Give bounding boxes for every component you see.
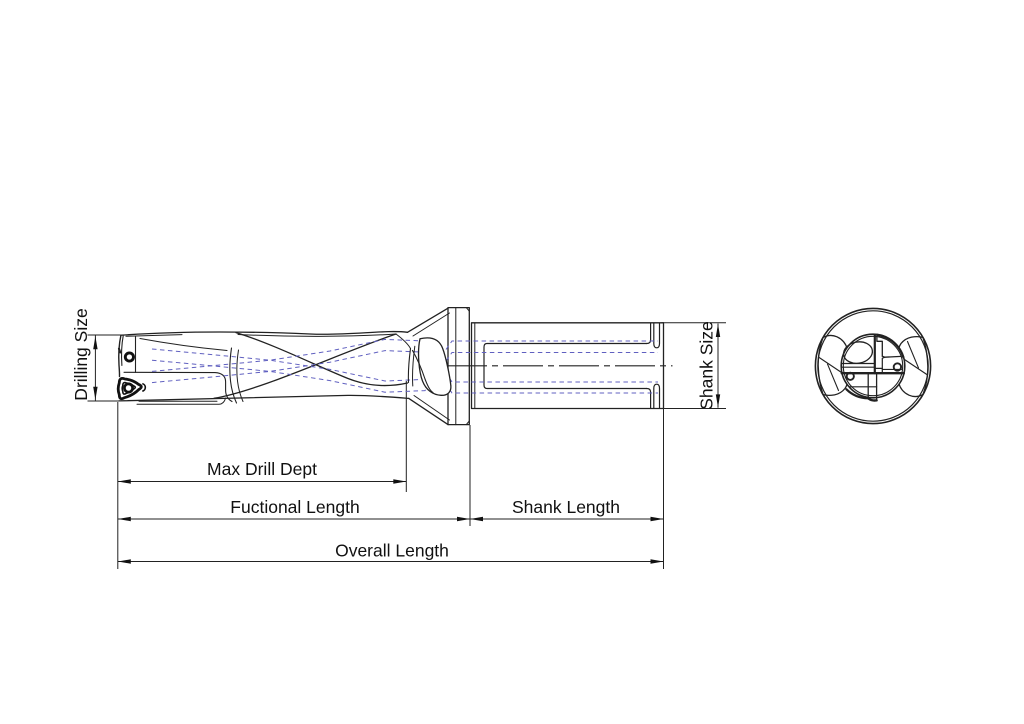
svg-text:Overall Length: Overall Length <box>335 541 449 561</box>
svg-text:Shank Length: Shank Length <box>512 497 620 517</box>
svg-text:Max Drill Dept: Max Drill Dept <box>207 459 317 479</box>
svg-text:Fuctional Length: Fuctional Length <box>230 497 359 517</box>
svg-text:Drilling Size: Drilling Size <box>71 308 91 400</box>
svg-text:Shank Size: Shank Size <box>697 321 717 410</box>
